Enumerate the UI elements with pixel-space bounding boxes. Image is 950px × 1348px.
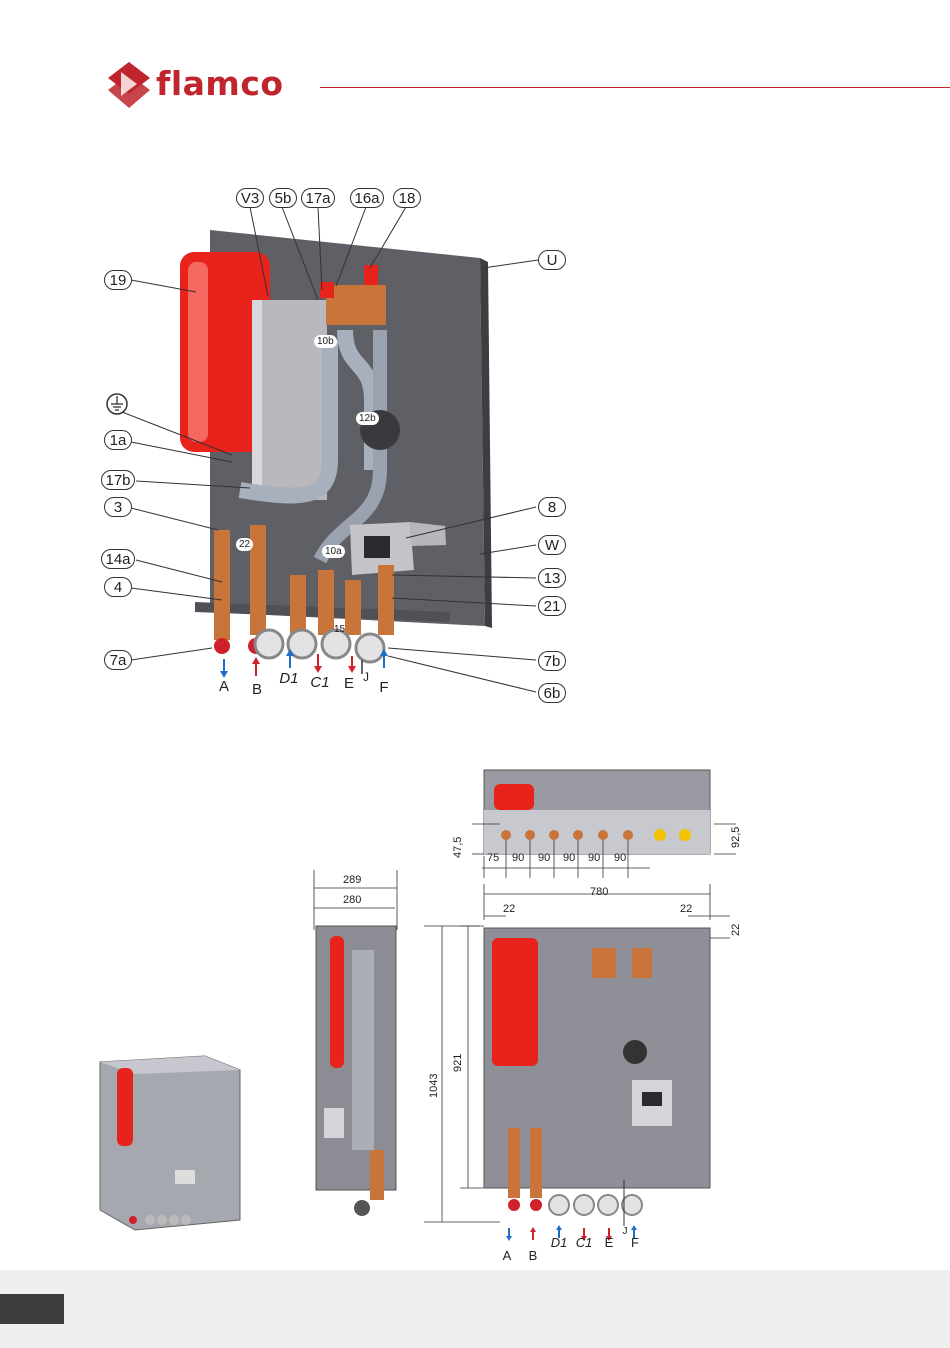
callout-17a: 17a [301,188,335,208]
dim-inner-height: 921 [452,1054,464,1072]
label-10a: 10a [322,545,345,558]
isometric-view [95,1050,245,1235]
callout-5b: 5b [269,188,297,208]
label-15: 15 [334,624,345,635]
label-12b: 12b [356,412,379,425]
dim-spacing-5: 90 [588,852,600,864]
port-c1: C1 [305,674,335,691]
port-a: A [209,678,239,695]
dim-spacing-2: 90 [512,852,524,864]
callout-13: 13 [538,568,566,588]
dim-side-inner: 280 [343,894,361,906]
dim-top-right-v: 92,5 [730,827,742,848]
callout-4: 4 [104,577,132,597]
callout-3: 3 [104,497,132,517]
front-port-f: F [620,1235,650,1250]
callout-18: 18 [393,188,421,208]
page-tab [0,1294,64,1324]
callout-17b: 17b [101,470,135,490]
port-f: F [369,679,399,696]
callout-21: 21 [538,596,566,616]
main-product-illustration [0,0,950,720]
dim-spacing-6: 90 [614,852,626,864]
callout-w: W [538,535,566,555]
callout-7a: 7a [104,650,132,670]
callout-v3: V3 [236,188,264,208]
dim-side-outer: 289 [343,874,361,886]
dim-spacing-1: 75 [487,852,499,864]
side-view [300,870,410,1230]
dim-margin-right: 22 [680,903,692,915]
callout-19: 19 [104,270,132,290]
dim-total-height: 1043 [428,1074,440,1098]
dim-total-width: 780 [590,886,608,898]
dim-top-left-v: 47,5 [452,837,464,858]
dim-margin-top: 22 [730,924,742,936]
port-d1: D1 [274,670,304,687]
front-port-b: B [518,1248,548,1263]
callout-8: 8 [538,497,566,517]
callout-1a: 1a [104,430,132,450]
dim-margin-left: 22 [503,903,515,915]
label-10b: 10b [314,335,337,348]
port-b: B [242,681,272,698]
callout-u: U [538,250,566,270]
front-view [420,880,750,1265]
callout-16a: 16a [350,188,384,208]
dim-spacing-4: 90 [563,852,575,864]
callout-7b: 7b [538,651,566,671]
callout-14a: 14a [101,549,135,569]
callout-6b: 6b [538,683,566,703]
dim-spacing-3: 90 [538,852,550,864]
label-22: 22 [236,538,253,551]
footer-band [0,1270,950,1348]
